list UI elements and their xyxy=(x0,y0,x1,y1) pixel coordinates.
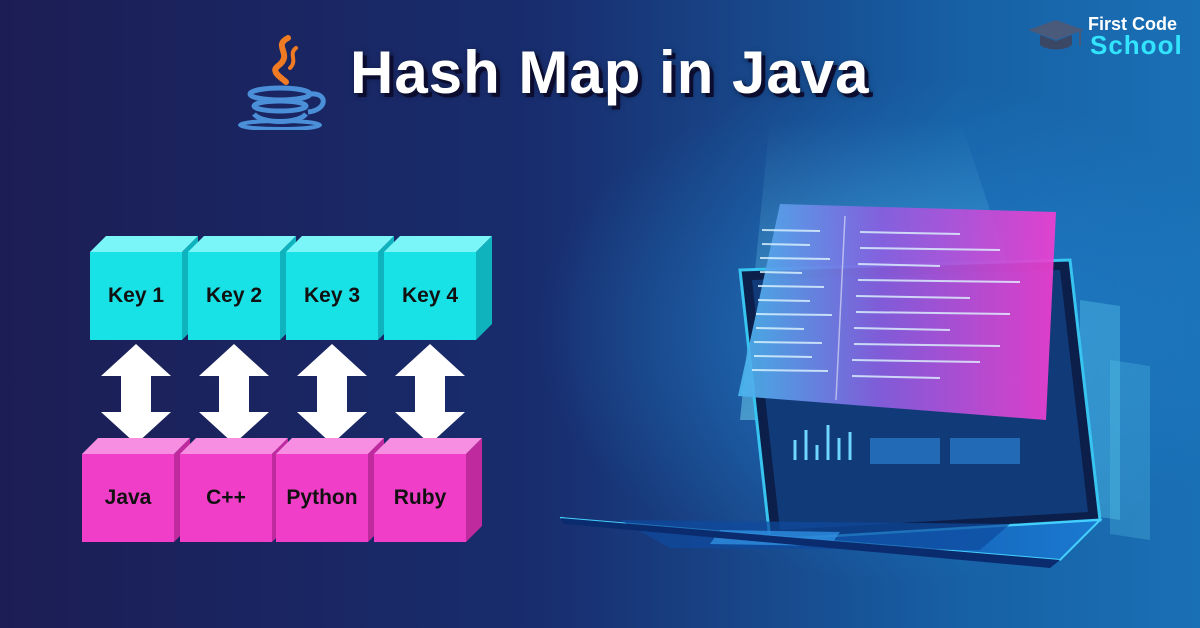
graduation-cap-icon xyxy=(1028,20,1084,50)
key-label: Key 4 xyxy=(384,252,476,340)
java-coffee-cup-icon xyxy=(238,35,326,130)
key-box: Key 1 xyxy=(90,236,198,340)
key-box: Key 4 xyxy=(384,236,492,340)
key-label: Key 1 xyxy=(90,252,182,340)
double-arrow-icon xyxy=(395,344,465,444)
key-box: Key 3 xyxy=(286,236,394,340)
brand-name-line1: First Code xyxy=(1088,14,1178,34)
key-box: Key 2 xyxy=(188,236,296,340)
double-arrow-icon xyxy=(199,344,269,444)
value-box: Python xyxy=(276,438,384,542)
double-arrow-icon xyxy=(101,344,171,444)
value-box: C++ xyxy=(180,438,288,542)
value-label: C++ xyxy=(180,454,272,542)
value-box: Java xyxy=(82,438,190,542)
double-arrow-icon xyxy=(297,344,367,444)
key-box-3d xyxy=(384,236,492,340)
value-box-3d xyxy=(374,438,482,542)
key-label: Key 3 xyxy=(286,252,378,340)
brand-name-line2: School xyxy=(1090,30,1183,60)
key-label: Key 2 xyxy=(188,252,280,340)
value-label: Python xyxy=(276,454,368,542)
value-label: Ruby xyxy=(374,454,466,542)
brand-logo: First Code School xyxy=(1026,8,1196,60)
value-box: Ruby xyxy=(374,438,482,542)
page-title: Hash Map in Java xyxy=(350,39,870,106)
laptop-illustration xyxy=(559,120,1150,568)
value-label: Java xyxy=(82,454,174,542)
